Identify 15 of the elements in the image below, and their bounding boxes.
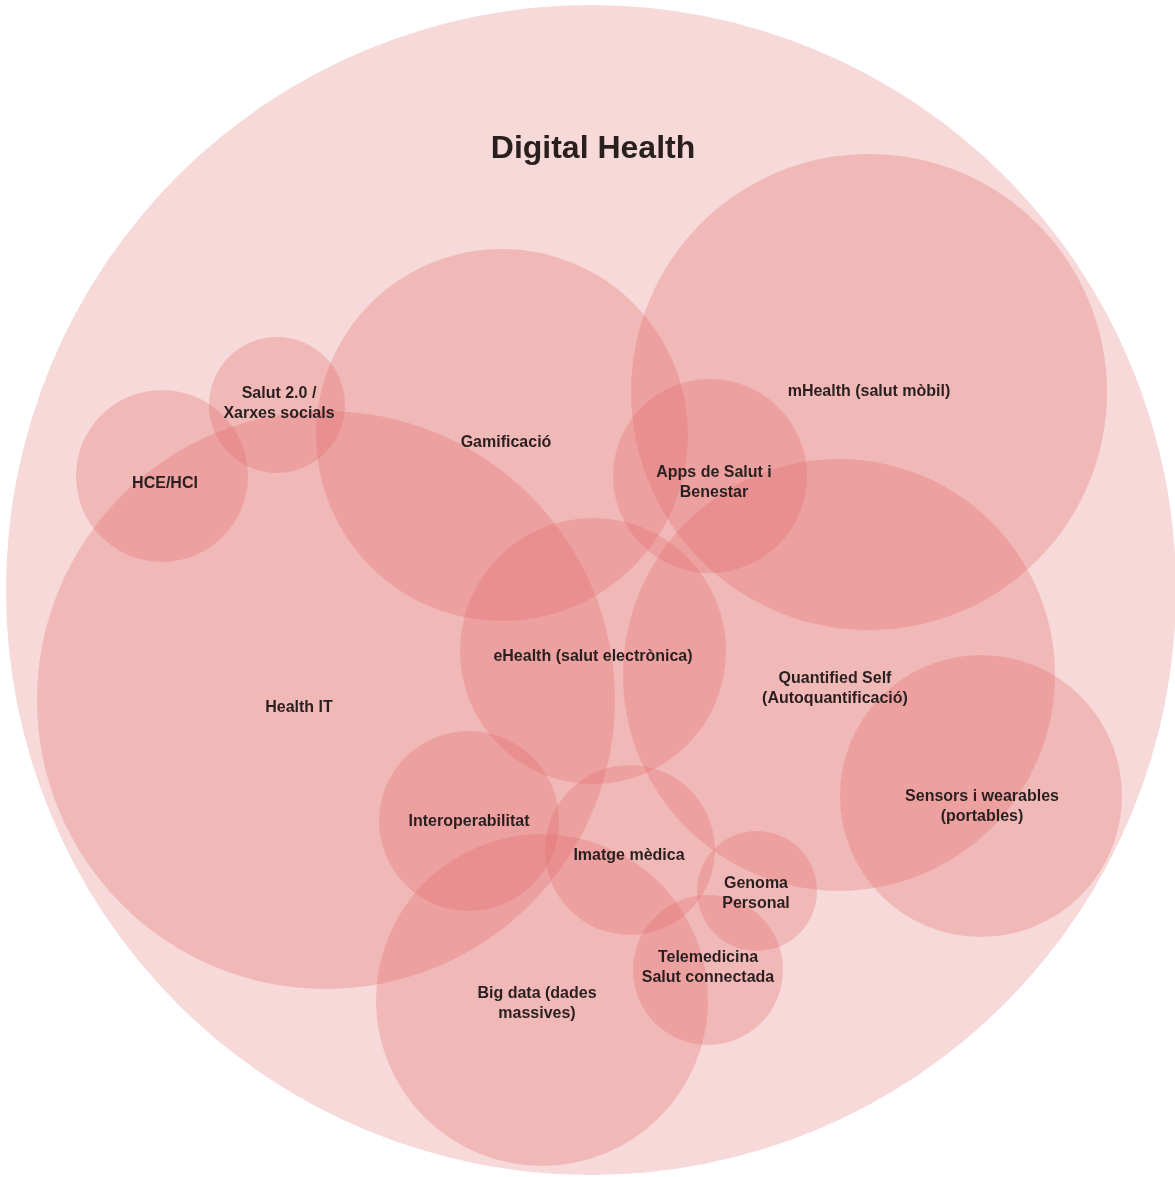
topic-label: Apps de Salut i Benestar bbox=[655, 462, 773, 502]
topic-label: Telemedicina Salut connectada bbox=[640, 947, 776, 987]
topic-label: HCE/HCI bbox=[131, 473, 199, 493]
topic-label: Sensors i wearables (portables) bbox=[904, 786, 1060, 826]
topic-label: Gamificació bbox=[459, 432, 553, 452]
topic-label: mHealth (salut mòbil) bbox=[786, 381, 952, 401]
circle-heading: Digital Health bbox=[489, 128, 697, 167]
topic-label: Quantified Self (Autoquantificació) bbox=[761, 668, 909, 708]
topic-label: Salut 2.0 / Xarxes socials bbox=[222, 383, 336, 423]
topic-label: Big data (dades massives) bbox=[476, 983, 598, 1023]
topic-label: Interoperabilitat bbox=[407, 811, 531, 831]
topic-label: Imatge mèdica bbox=[572, 845, 686, 865]
topic-label: Genoma Personal bbox=[721, 873, 791, 913]
topic-label: Health IT bbox=[264, 697, 334, 717]
topic-label: eHealth (salut electrònica) bbox=[492, 646, 694, 666]
